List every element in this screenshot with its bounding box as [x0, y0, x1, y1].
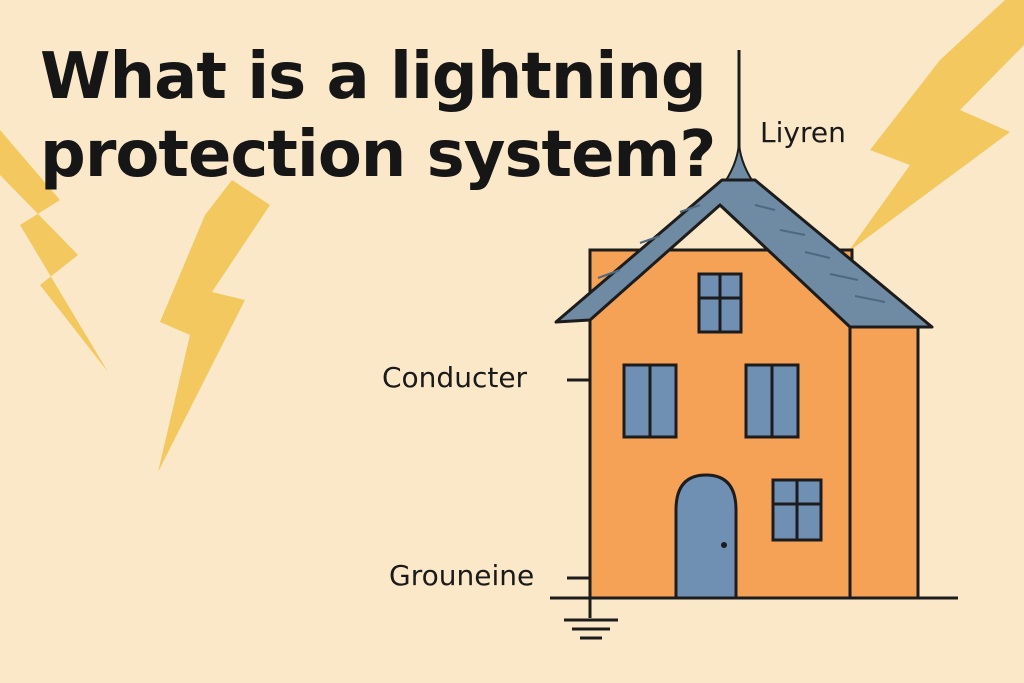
- house-roof: [554, 178, 934, 329]
- title-line-1: What is a lightning: [40, 40, 707, 114]
- window-attic: [697, 272, 743, 334]
- house-door: [674, 473, 738, 600]
- window-right: [744, 363, 800, 439]
- window-left: [622, 363, 678, 439]
- title-line-2: protection system?: [40, 118, 716, 192]
- rod-tip: [723, 139, 755, 183]
- lightning-bolt-icon: [158, 180, 270, 472]
- ground-symbol-icon: [564, 598, 618, 640]
- door-knob: [721, 542, 727, 548]
- roof-shingles: [597, 204, 886, 303]
- lightning-bolt-icon: [848, 0, 1024, 252]
- lightning-bolt-icon: [0, 130, 108, 372]
- window-small: [771, 478, 823, 542]
- ground-label: Grouneine: [389, 559, 535, 592]
- page-title: What is a lightning protection system?: [40, 38, 716, 194]
- rod-label: Liyren: [760, 116, 846, 149]
- house-side-wall: [848, 323, 920, 600]
- conductor-label: Conducter: [382, 361, 528, 394]
